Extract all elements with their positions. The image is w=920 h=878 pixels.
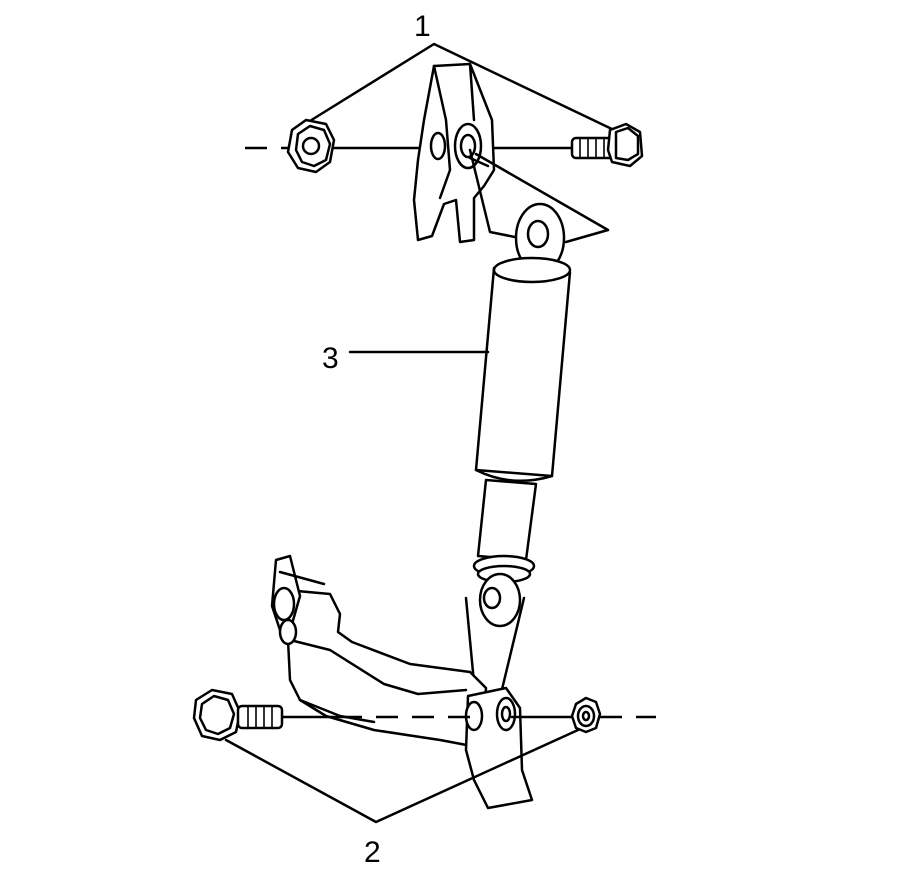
shock-absorber: [472, 202, 572, 628]
leader-lines-callout-2: [224, 728, 580, 824]
lower-bolt: [192, 688, 284, 742]
upper-mounting-bracket: [412, 62, 496, 244]
callout-3: 3: [322, 342, 339, 375]
lower-nut: [570, 696, 602, 734]
upper-bolt: [570, 122, 644, 168]
upper-nut: [286, 118, 336, 174]
leader-lines-callout-1: [303, 42, 616, 132]
callout-1: 1: [414, 10, 431, 43]
callout-2: 2: [364, 836, 381, 869]
